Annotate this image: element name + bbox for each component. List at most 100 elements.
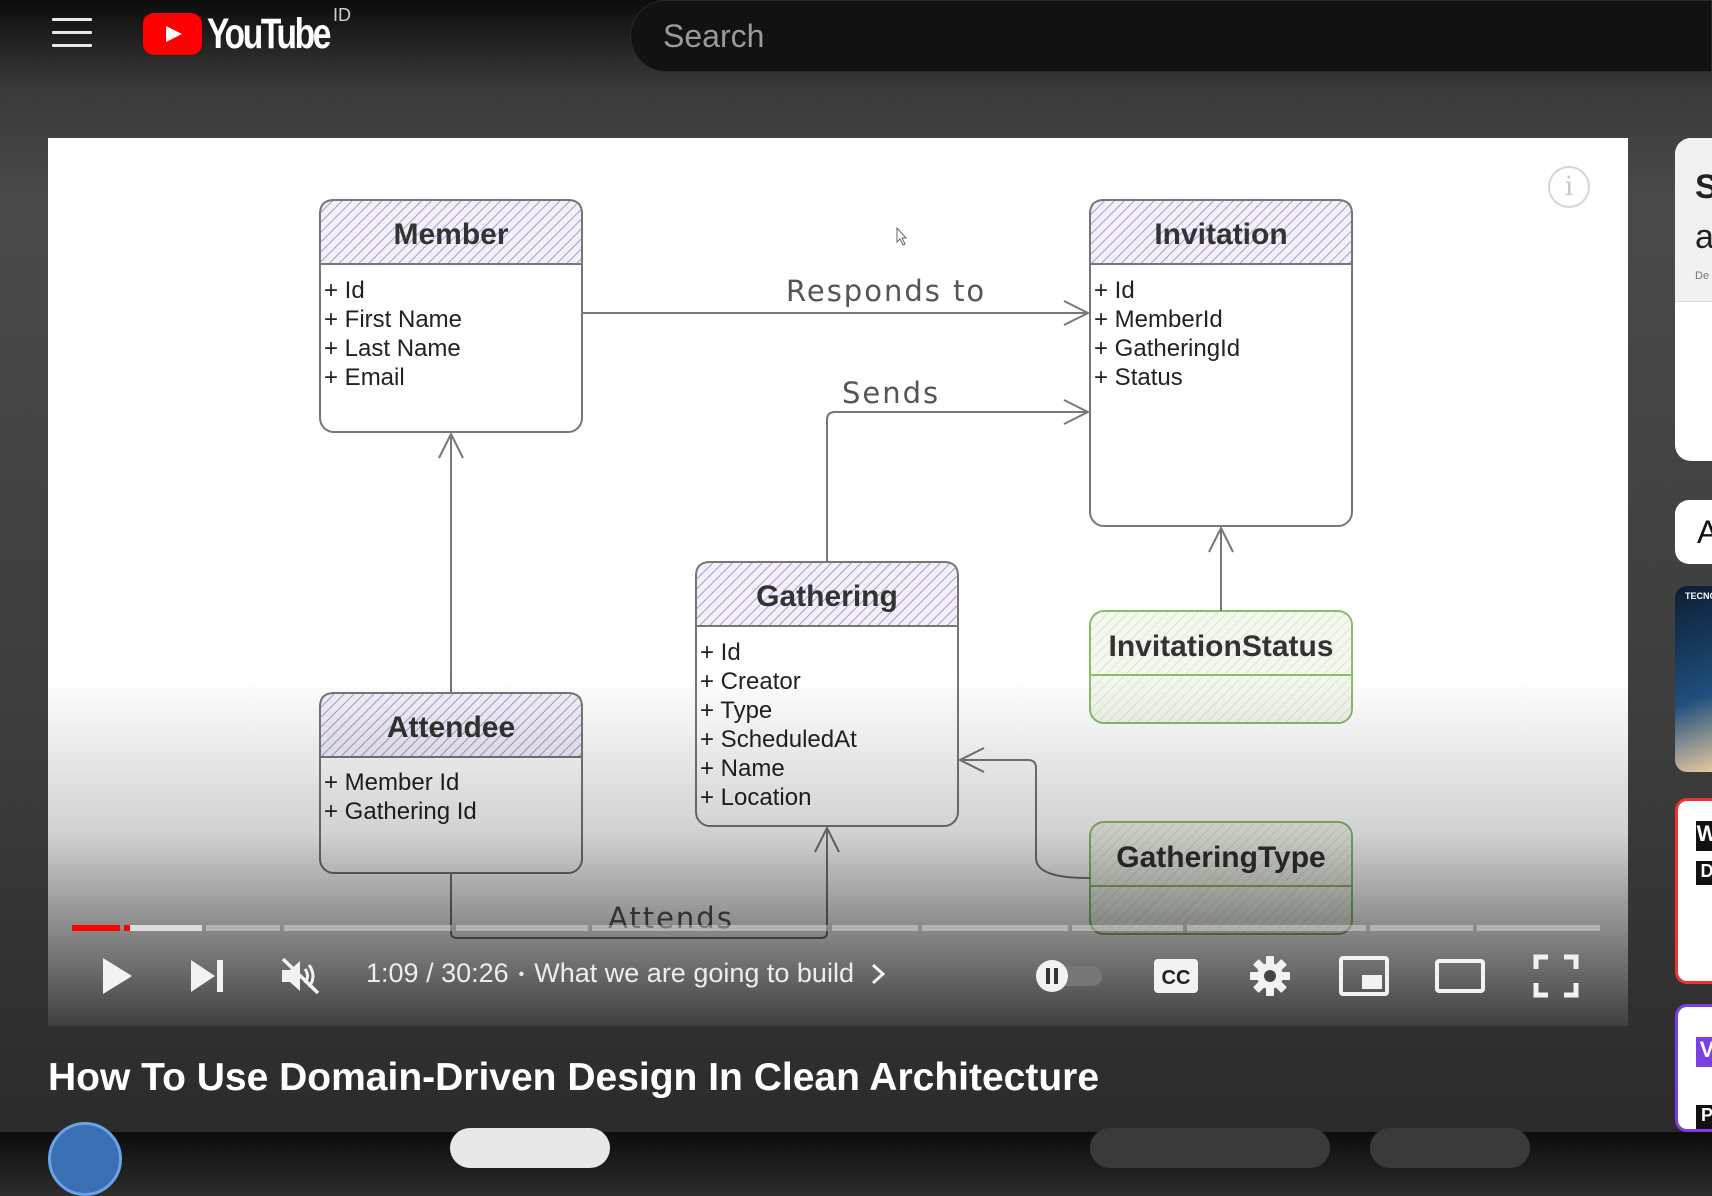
class-title: Invitation (1154, 218, 1287, 251)
autoplay-toggle[interactable] (1032, 946, 1106, 1006)
autoplay-toggle-icon (1036, 960, 1102, 992)
class-title: Member (393, 218, 508, 251)
muted-volume-icon (281, 957, 320, 995)
class-attribute: + ScheduledAt (700, 726, 857, 753)
class-attribute: + Last Name (324, 335, 461, 362)
miniplayer-button[interactable] (1334, 946, 1394, 1006)
class-attribute: + Email (324, 364, 405, 391)
like-dislike-button[interactable] (1090, 1128, 1330, 1168)
theater-mode-button[interactable] (1430, 946, 1490, 1006)
chapter-segment[interactable] (72, 925, 120, 931)
sidebar-card-text: S (1695, 168, 1712, 206)
class-attribute: + Id (324, 277, 365, 304)
chapter-segment[interactable] (284, 925, 452, 931)
duration: 30:26 (441, 958, 509, 988)
class-attribute: + Id (700, 639, 741, 666)
logo-wordmark: YouTube (207, 9, 331, 58)
share-button[interactable] (1370, 1128, 1530, 1168)
current-time: 1:09 (366, 958, 419, 988)
relation-sends-line (826, 411, 1088, 562)
relation-label: Responds to (786, 274, 986, 308)
played-fill (72, 925, 120, 931)
class-invitation-status: InvitationStatus (1089, 610, 1353, 724)
class-attribute: + Location (700, 784, 811, 811)
search-box[interactable] (630, 0, 1712, 72)
chapter-segment[interactable] (1187, 925, 1366, 931)
fullscreen-button[interactable] (1526, 946, 1586, 1006)
class-title: Attendee (387, 711, 515, 744)
youtube-logo[interactable]: YouTube (143, 9, 364, 58)
class-attribute: + GatheringId (1094, 335, 1240, 362)
thumbnail-text: D (1696, 861, 1712, 885)
thumbnail-text: V (1696, 1037, 1712, 1067)
chapter-segment[interactable] (1477, 925, 1600, 931)
class-attribute: + Creator (700, 668, 801, 695)
next-button[interactable] (180, 946, 234, 1006)
chapter-title-button[interactable]: What we are going to build (534, 958, 887, 988)
chapter-title: What we are going to build (534, 958, 854, 988)
thumbnail-text: TECNO (1685, 591, 1712, 601)
thumbnail-text: W (1696, 821, 1712, 851)
time-display: 1:09 / 30:26 • What we are going to build (366, 958, 887, 989)
play-button[interactable] (90, 946, 144, 1006)
youtube-play-icon (143, 13, 202, 55)
country-code: ID (333, 5, 351, 25)
class-attendee: Attendee + Member Id + Gathering Id (319, 692, 583, 874)
miniplayer-icon (1339, 956, 1389, 996)
class-attribute: + First Name (324, 306, 462, 333)
sidebar-chip[interactable]: A (1675, 500, 1712, 564)
video-title: How To Use Domain-Driven Design In Clean… (48, 1056, 1100, 1099)
next-icon (191, 960, 223, 992)
class-member: Member + Id + First Name + Last Name + E… (319, 199, 583, 433)
class-invitation: Invitation + Id + MemberId + GatheringId… (1089, 199, 1353, 527)
chapter-segment[interactable] (206, 925, 280, 931)
class-title: InvitationStatus (1108, 630, 1333, 663)
subscribe-button[interactable] (450, 1128, 610, 1168)
recommended-thumbnail[interactable]: W D (1675, 798, 1712, 984)
separator-dot: • (518, 965, 525, 983)
video-player[interactable]: Member + Id + First Name + Last Name + E… (48, 138, 1628, 1026)
sidebar-card-header (1675, 138, 1712, 302)
class-attribute: + Gathering Id (324, 798, 477, 825)
recommended-thumbnail[interactable]: TECNO (1675, 586, 1712, 772)
arrow-head-icon (1063, 300, 1091, 326)
svg-text:CC: CC (1162, 967, 1191, 989)
search-input[interactable] (661, 15, 1565, 57)
chapter-segment[interactable] (456, 925, 588, 931)
time-separator: / (418, 958, 442, 988)
chapter-segment[interactable] (124, 925, 202, 931)
progress-bar[interactable] (72, 925, 1604, 931)
sidebar-card[interactable]: S a De (1675, 138, 1712, 461)
played-fill (124, 925, 130, 931)
arrow-head-icon (1208, 525, 1234, 553)
chapter-segment[interactable] (592, 925, 828, 931)
chapter-segment[interactable] (1370, 925, 1473, 931)
chapter-segment[interactable] (832, 925, 918, 931)
channel-avatar[interactable] (48, 1122, 122, 1196)
sidebar-card-subtext: De (1695, 270, 1710, 282)
captions-icon: CC (1154, 959, 1198, 993)
info-icon[interactable]: i (1548, 166, 1590, 208)
settings-gear-icon (1250, 956, 1290, 996)
play-icon (103, 958, 132, 994)
recommended-thumbnail[interactable]: V P (1675, 1004, 1712, 1132)
menu-icon[interactable] (52, 18, 92, 50)
arrow-head-icon (438, 431, 464, 459)
class-gathering-type: GatheringType (1089, 821, 1353, 935)
sidebar-chip-label: A (1697, 514, 1712, 550)
class-attribute: + Member Id (324, 769, 459, 796)
fullscreen-icon (1533, 954, 1579, 998)
buffered-fill (124, 925, 202, 931)
mute-button[interactable] (270, 946, 330, 1006)
chapter-segment[interactable] (922, 925, 1068, 931)
class-attribute: + MemberId (1094, 306, 1223, 333)
class-title: GatheringType (1116, 841, 1325, 874)
relation-label: Sends (842, 376, 940, 410)
class-attribute: + Name (700, 755, 785, 782)
class-attribute: + Status (1094, 364, 1183, 391)
sidebar-card-text: a (1695, 218, 1712, 256)
chapter-segment[interactable] (1072, 925, 1183, 931)
settings-button[interactable] (1240, 946, 1300, 1006)
theater-mode-icon (1435, 959, 1485, 993)
captions-button[interactable]: CC (1146, 946, 1206, 1006)
